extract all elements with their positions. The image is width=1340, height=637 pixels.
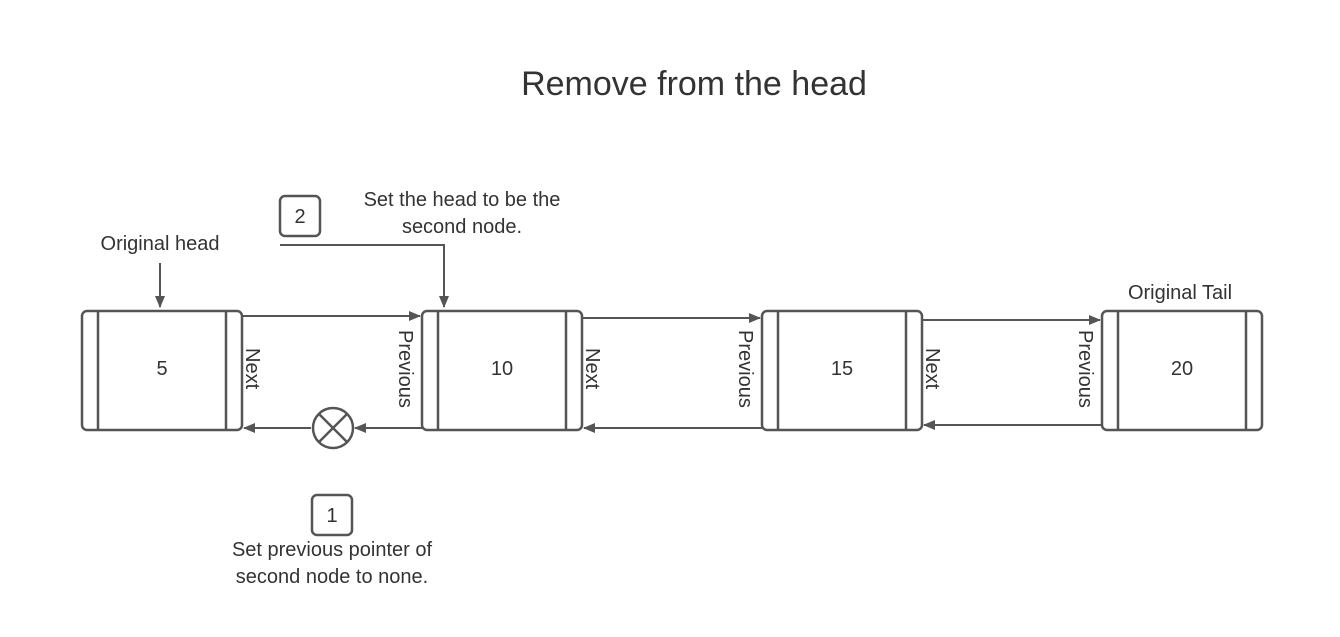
step-1-text-line-2: second node to none. — [236, 566, 428, 588]
next-label-node-2: Next — [581, 348, 603, 390]
original-tail-label: Original Tail — [1128, 282, 1232, 304]
node-3: 15 — [760, 309, 924, 432]
node-1-value: 5 — [156, 358, 167, 380]
step-2-badge: 2 — [278, 194, 322, 238]
previous-label-node-2: Previous — [394, 330, 416, 408]
step-2-text-line-1: Set the head to be the — [364, 189, 561, 211]
previous-label-node-4: Previous — [1074, 330, 1096, 408]
node-2-value: 10 — [491, 358, 513, 380]
step-2-number: 2 — [294, 206, 305, 228]
broken-pointer-icon — [311, 406, 355, 450]
step-1-badge: 1 — [310, 493, 354, 537]
node-2: 10 — [420, 309, 584, 432]
step-2-head-arrow — [280, 244, 449, 308]
step-2-text-line-2: second node. — [402, 216, 522, 238]
step-1-text-line-1: Set previous pointer of — [232, 539, 433, 561]
node-3-value: 15 — [831, 358, 853, 380]
next-label-node-1: Next — [241, 348, 263, 390]
node-4-value: 20 — [1171, 358, 1193, 380]
node-4: 20 — [1100, 309, 1264, 432]
node-1: 5 — [80, 309, 244, 432]
original-head-label: Original head — [101, 233, 220, 255]
previous-label-node-3: Previous — [734, 330, 756, 408]
step-1-number: 1 — [326, 505, 337, 527]
next-label-node-3: Next — [921, 348, 943, 390]
diagram-title: Remove from the head — [521, 65, 867, 103]
